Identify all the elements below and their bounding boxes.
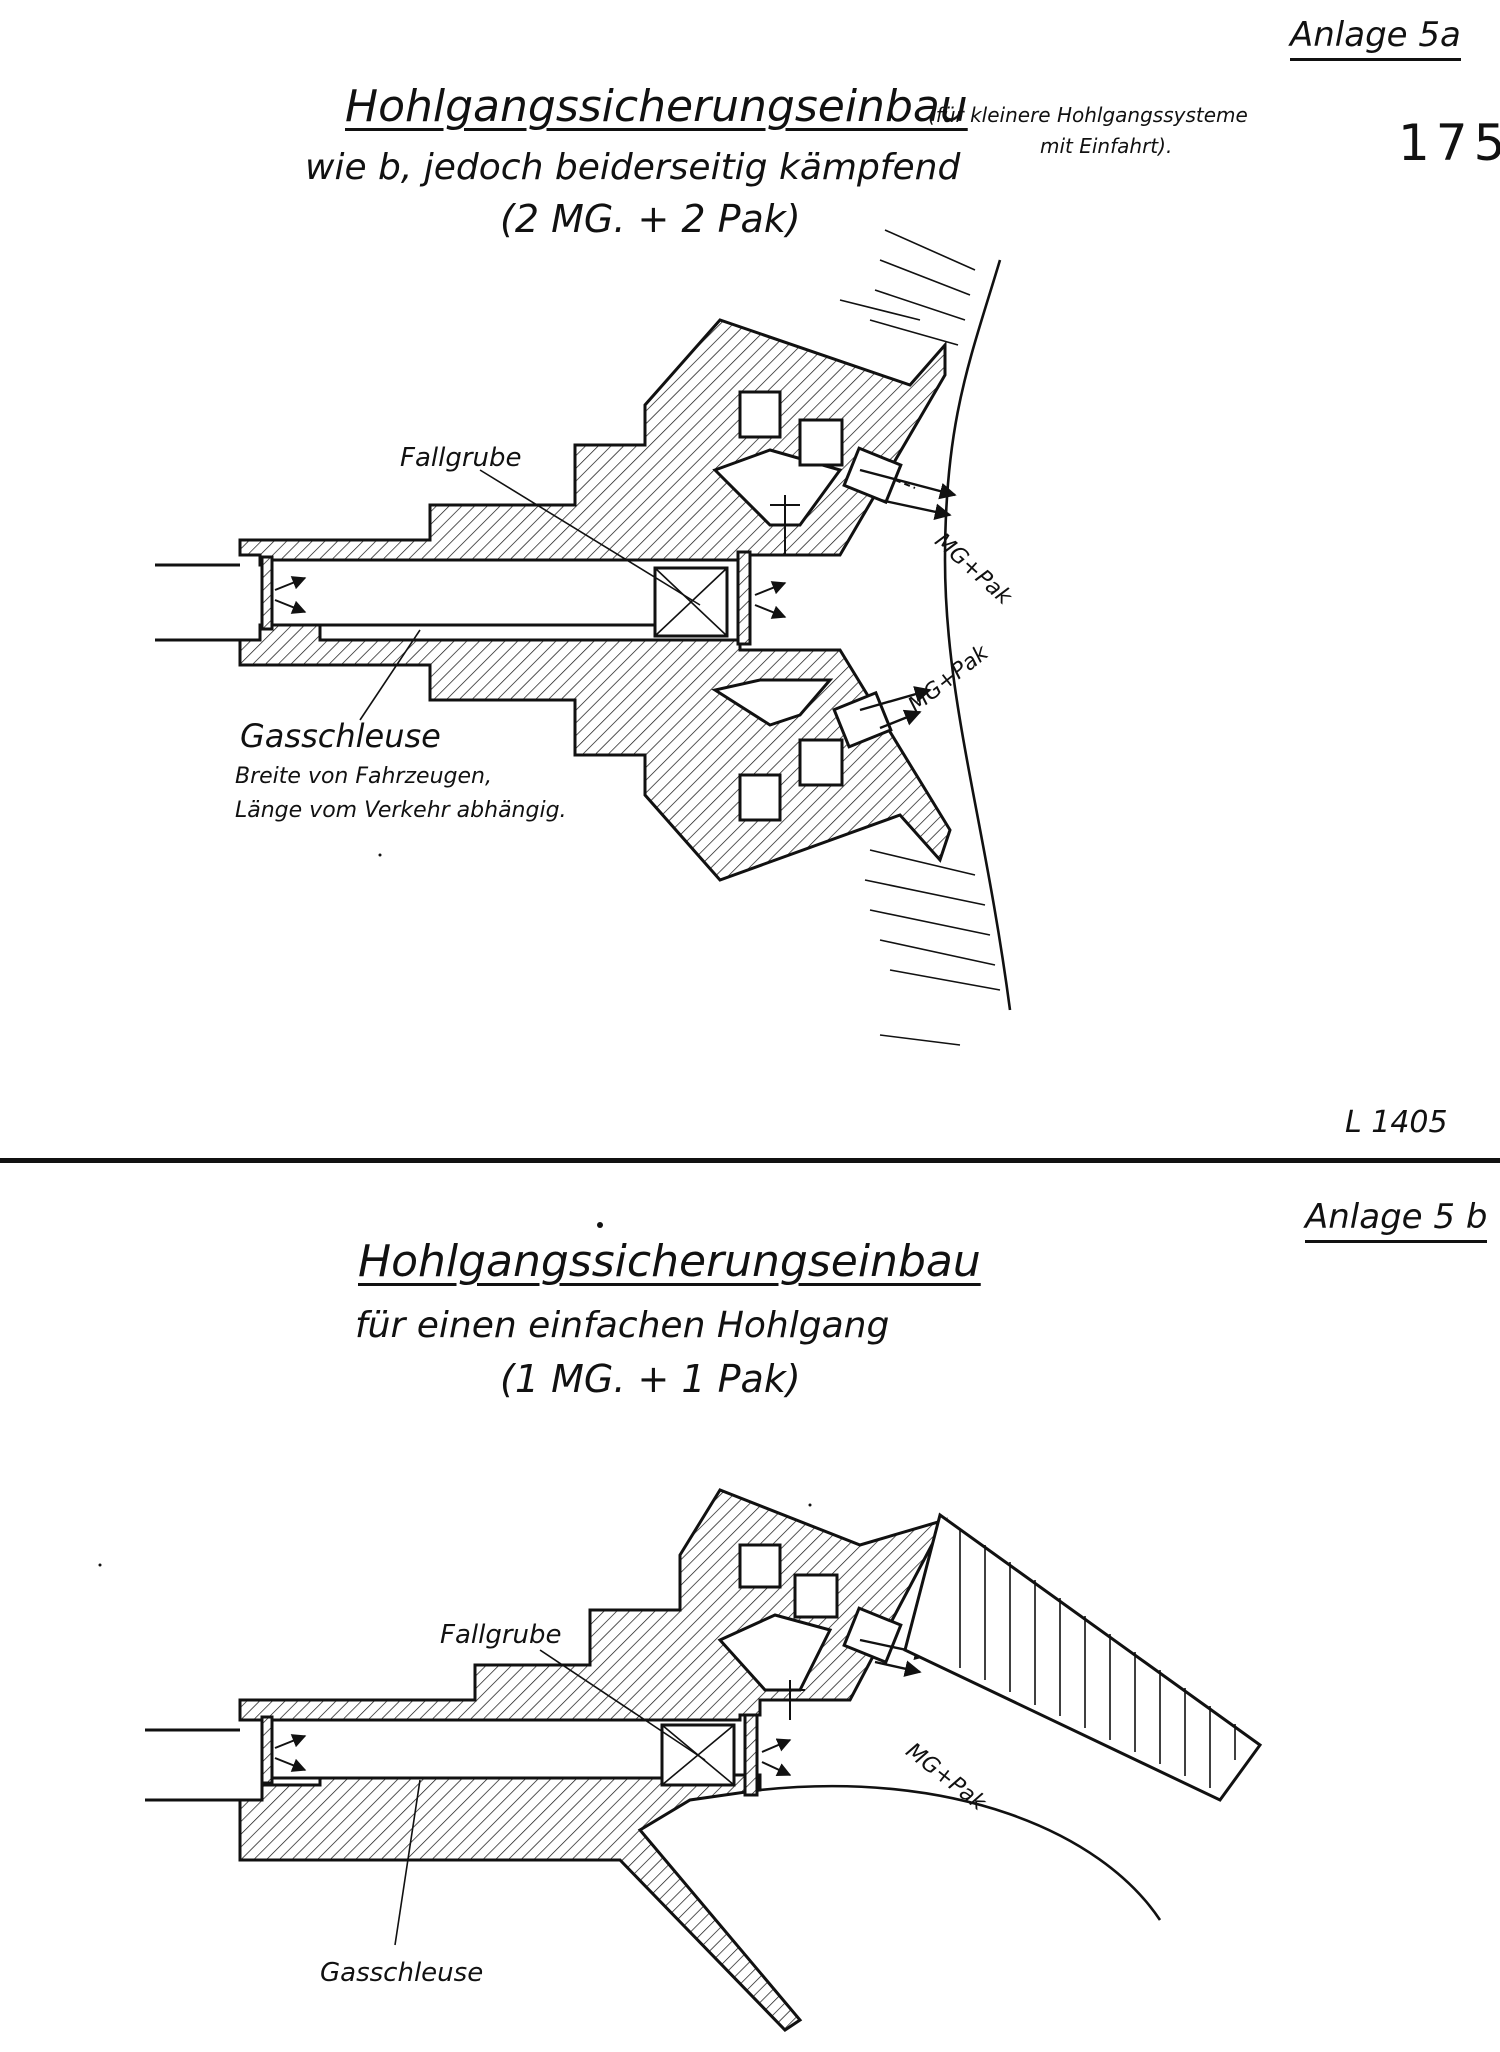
diagram-a bbox=[155, 229, 1012, 1046]
armament-b: (1 MG. + 1 Pak) bbox=[500, 1357, 801, 1401]
wall-upper-b bbox=[238, 1488, 948, 1732]
label-fallgrube-a: Fallgrube bbox=[400, 443, 522, 473]
gas-lock-door-a bbox=[260, 555, 274, 631]
subtitle-a: wie b, jedoch beiderseitig kämpfend bbox=[305, 147, 961, 188]
anlage-label-b: Anlage 5 b bbox=[1305, 1200, 1488, 1243]
embrasure-b bbox=[842, 1606, 903, 1665]
gas-lock-chamber-b bbox=[262, 1720, 662, 1778]
inner-door-a bbox=[736, 550, 752, 646]
casemate-lower-a bbox=[711, 678, 834, 727]
terrain-slope-b bbox=[903, 1512, 1263, 1802]
gun-box-upper-1-a bbox=[738, 390, 782, 439]
fire-arrow-upper-a bbox=[859, 468, 957, 500]
inner-door-b bbox=[743, 1713, 759, 1797]
label-gasschleuse-note-a-line2: Länge vom Verkehr abhängig. bbox=[235, 798, 567, 823]
sheet-divider bbox=[0, 1158, 1500, 1163]
gun-box-1-b bbox=[738, 1543, 782, 1589]
subtitle-b: für einen einfachen Hohlgang bbox=[355, 1305, 890, 1346]
terrain-hatching-a bbox=[839, 229, 1001, 1046]
gun-box-upper-2-a bbox=[798, 418, 844, 467]
gas-lock-chamber-a bbox=[262, 560, 655, 625]
gun-box-2-b bbox=[793, 1573, 839, 1619]
gun-box-lower-1-a bbox=[738, 773, 782, 822]
terrain-hatching-b bbox=[959, 1530, 1236, 1788]
casemate-b bbox=[717, 1613, 833, 1692]
wall-lower-b bbox=[238, 1773, 803, 2032]
embrasure-upper-a bbox=[842, 446, 903, 505]
diagram-b bbox=[145, 1488, 1263, 2032]
title-b: Hohlgangssicherungseinbau bbox=[358, 1236, 981, 1287]
title-note-a-line2: mit Einfahrt). bbox=[1040, 134, 1173, 158]
armament-a: (2 MG. + 2 Pak) bbox=[500, 197, 801, 241]
label-fallgrube-b: Fallgrube bbox=[440, 1620, 562, 1650]
gun-box-lower-2-a bbox=[798, 738, 844, 787]
terrain-face-a bbox=[943, 259, 1012, 1011]
label-gasschleuse-a: Gasschleuse bbox=[240, 717, 441, 755]
title-note-a-line1: (für kleinere Hohlgangssysteme bbox=[928, 103, 1248, 127]
page-number: 175 bbox=[1398, 114, 1500, 172]
reference-code: L 1405 bbox=[1345, 1105, 1448, 1140]
casemate-upper-a bbox=[712, 448, 843, 527]
gas-lock-door-b bbox=[260, 1715, 274, 1785]
label-gasschleuse-note-a-line1: Breite von Fahrzeugen, bbox=[235, 764, 492, 789]
ground-curve-b bbox=[759, 1784, 1162, 1921]
label-gasschleuse-b: Gasschleuse bbox=[320, 1958, 484, 1988]
fire-arrow-lower-a bbox=[859, 686, 932, 712]
anlage-label-a: Anlage 5a bbox=[1290, 18, 1461, 61]
title-a: Hohlgangssicherungseinbau bbox=[345, 81, 968, 132]
